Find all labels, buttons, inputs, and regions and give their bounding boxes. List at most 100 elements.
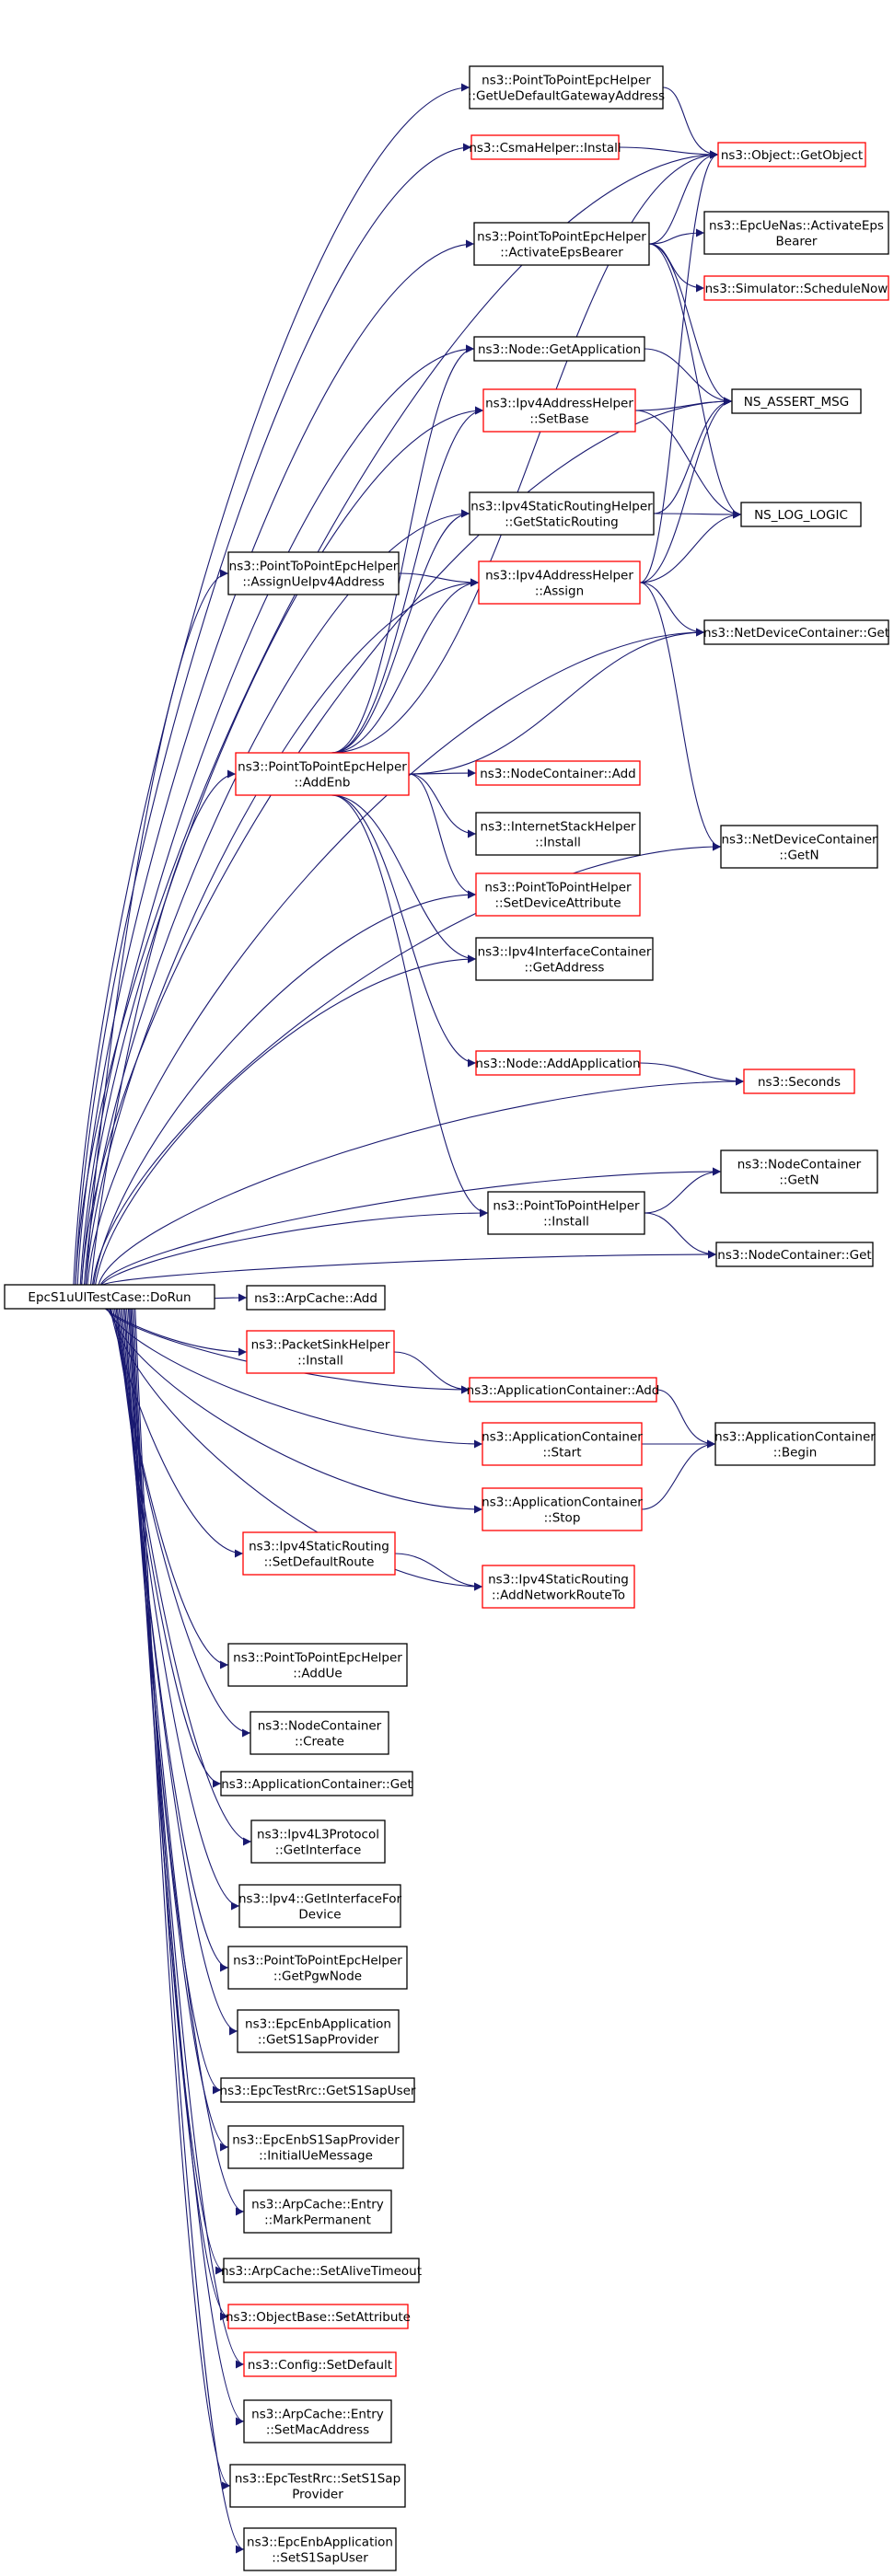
edge-ac-add-to-ac-begin bbox=[656, 1389, 716, 1449]
node-root[interactable]: EpcS1uUlTestCase::DoRun bbox=[4, 1284, 215, 1310]
node-box bbox=[475, 1050, 641, 1076]
node-label: ns3::PointToPointEpcHelper bbox=[233, 1954, 402, 1969]
node-get-address[interactable]: ns3::Ipv4InterfaceContainer::GetAddress bbox=[475, 937, 654, 981]
node-get-s1-sap-provider[interactable]: ns3::EpcEnbApplication::GetS1SapProvider bbox=[237, 2009, 400, 2053]
node-p2p-install[interactable]: ns3::PointToPointHelper::Install bbox=[487, 1191, 645, 1235]
node-config-set-default[interactable]: ns3::Config::SetDefault bbox=[243, 2351, 397, 2377]
edge-activate-eps-to-ns-assert bbox=[648, 243, 733, 406]
node-internet-stack[interactable]: ns3::InternetStackHelper::Install bbox=[475, 812, 641, 856]
node-nc-create[interactable]: ns3::NodeContainer::Create bbox=[250, 1711, 389, 1755]
node-seconds[interactable]: ns3::Seconds bbox=[743, 1069, 855, 1094]
node-get-pgw-node[interactable]: ns3::PointToPointEpcHelper::GetPgwNode bbox=[227, 1946, 408, 1990]
node-add-network-route[interactable]: ns3::Ipv4StaticRouting::AddNetworkRouteT… bbox=[482, 1565, 635, 1609]
node-label: ns3::NodeContainer bbox=[258, 1719, 382, 1734]
edge-root-to-activate-eps bbox=[76, 239, 475, 1286]
node-epc-ue-nas[interactable]: ns3::EpcUeNas::ActivateEpsBearer bbox=[703, 211, 889, 255]
node-ac-begin[interactable]: ns3::ApplicationContainer::Begin bbox=[714, 1422, 876, 1466]
node-initial-ue-msg[interactable]: ns3::EpcEnbS1SapProvider::InitialUeMessa… bbox=[227, 2125, 404, 2169]
node-set-base[interactable]: ns3::Ipv4AddressHelper::SetBase bbox=[482, 388, 636, 433]
node-mark-permanent[interactable]: ns3::ArpCache::Entry::MarkPermanent bbox=[243, 2189, 392, 2234]
node-label: ns3::ArpCache::SetAliveTimeout bbox=[221, 2264, 422, 2279]
node-get-interface[interactable]: ns3::Ipv4L3Protocol::GetInterface bbox=[250, 1819, 386, 1864]
node-box bbox=[487, 1191, 645, 1235]
node-get-application[interactable]: ns3::Node::GetApplication bbox=[473, 336, 645, 362]
edge-add-enb-to-ndc-get bbox=[408, 628, 705, 775]
node-ac-stop[interactable]: ns3::ApplicationContainer::Stop bbox=[482, 1487, 643, 1531]
node-label: ::SetBase bbox=[529, 412, 588, 427]
node-ndc-get[interactable]: ns3::NetDeviceContainer::Get bbox=[703, 619, 889, 645]
node-csma-install[interactable]: ns3::CsmaHelper::Install bbox=[469, 134, 621, 160]
node-label: ns3::Simulator::ScheduleNow bbox=[705, 282, 888, 296]
node-box bbox=[703, 619, 889, 645]
node-label: ::Stop bbox=[544, 1511, 581, 1526]
node-get-s1-sap-user[interactable]: ns3::EpcTestRrc::GetS1SapUser bbox=[220, 2077, 416, 2103]
edge-root-to-set-s1-sap-provider bbox=[133, 1308, 231, 2490]
node-set-alive-timeout[interactable]: ns3::ArpCache::SetAliveTimeout bbox=[221, 2258, 422, 2283]
node-box bbox=[475, 760, 641, 786]
node-label: ns3::Object::GetObject bbox=[721, 148, 863, 163]
node-label: ns3::Seconds bbox=[758, 1075, 841, 1090]
node-ns-assert[interactable]: NS_ASSERT_MSG bbox=[731, 388, 862, 414]
node-get-ue-default-gw[interactable]: ns3::PointToPointEpcHelper::GetUeDefault… bbox=[468, 65, 665, 110]
node-box bbox=[250, 1819, 386, 1864]
node-add-enb[interactable]: ns3::PointToPointEpcHelper::AddEnb bbox=[235, 752, 410, 796]
edge-add-enb-to-set-device-attr bbox=[408, 773, 477, 899]
node-arp-add[interactable]: ns3::ArpCache::Add bbox=[246, 1285, 386, 1311]
node-box bbox=[740, 502, 862, 527]
edge-root-to-nc-get-n bbox=[99, 1167, 722, 1286]
node-box bbox=[743, 1069, 855, 1094]
node-box bbox=[235, 752, 410, 796]
node-ac-add[interactable]: ns3::ApplicationContainer::Add bbox=[467, 1377, 660, 1403]
node-label: ::Assign bbox=[535, 584, 584, 599]
node-label: ns3::EpcEnbApplication bbox=[247, 2536, 393, 2550]
node-label: ns3::NodeContainer::Add bbox=[480, 767, 635, 781]
node-box bbox=[703, 275, 889, 301]
node-label: ns3::Ipv4StaticRouting bbox=[488, 1573, 629, 1588]
edge-assign-to-ns-log bbox=[639, 510, 742, 583]
node-ac-get[interactable]: ns3::ApplicationContainer::Get bbox=[220, 1771, 413, 1796]
node-set-attribute[interactable]: ns3::ObjectBase::SetAttribute bbox=[226, 2304, 411, 2329]
edge-assign-to-ndc-get-n bbox=[639, 582, 722, 851]
node-schedule-now[interactable]: ns3::Simulator::ScheduleNow bbox=[703, 275, 889, 301]
node-ndc-get-n[interactable]: ns3::NetDeviceContainer::GetN bbox=[720, 825, 878, 869]
node-label: ns3::Ipv4StaticRoutingHelper bbox=[470, 500, 653, 514]
node-ac-start[interactable]: ns3::ApplicationContainer::Start bbox=[482, 1422, 643, 1466]
node-get-static-routing[interactable]: ns3::Ipv4StaticRoutingHelper::GetStaticR… bbox=[469, 491, 655, 536]
node-label: ns3::PacketSinkHelper bbox=[251, 1338, 390, 1353]
edge-activate-eps-to-schedule-now bbox=[648, 243, 705, 293]
node-add-application[interactable]: ns3::Node::AddApplication bbox=[475, 1050, 641, 1076]
node-label: ns3::EpcTestRrc::GetS1SapUser bbox=[220, 2084, 416, 2098]
node-label: ::GetS1SapProvider bbox=[258, 2033, 379, 2048]
edge-add-enb-to-nc-add bbox=[408, 768, 477, 778]
node-nc-add[interactable]: ns3::NodeContainer::Add bbox=[475, 760, 641, 786]
node-box bbox=[478, 560, 641, 605]
node-add-ue[interactable]: ns3::PointToPointEpcHelper::AddUe bbox=[227, 1643, 408, 1687]
node-label: ::SetDeviceAttribute bbox=[494, 896, 621, 911]
node-label: ns3::PointToPointHelper bbox=[484, 881, 632, 895]
node-set-default-route[interactable]: ns3::Ipv4StaticRouting::SetDefaultRoute bbox=[242, 1531, 396, 1576]
node-set-s1-sap-user[interactable]: ns3::EpcEnbApplication::SetS1SapUser bbox=[243, 2527, 397, 2571]
node-label: ns3::ApplicationContainer bbox=[482, 1430, 643, 1445]
node-assign[interactable]: ns3::Ipv4AddressHelper::Assign bbox=[478, 560, 641, 605]
edge-add-enb-to-get-application bbox=[331, 344, 475, 754]
edge-add-enb-to-get-address bbox=[331, 794, 477, 964]
node-nc-get[interactable]: ns3::NodeContainer::Get bbox=[715, 1242, 874, 1267]
node-label: ::MarkPermanent bbox=[264, 2213, 371, 2228]
node-label: ::AddNetworkRouteTo bbox=[492, 1588, 625, 1603]
node-packet-sink[interactable]: ns3::PacketSinkHelper::Install bbox=[246, 1330, 395, 1374]
edge-root-to-csma-install bbox=[75, 143, 472, 1286]
node-set-mac-address[interactable]: ns3::ArpCache::Entry::SetMacAddress bbox=[243, 2399, 392, 2443]
node-nc-get-n[interactable]: ns3::NodeContainer::GetN bbox=[720, 1149, 878, 1194]
node-box bbox=[482, 1565, 635, 1609]
node-ns-log[interactable]: NS_LOG_LOGIC bbox=[740, 502, 862, 527]
edge-add-enb-to-internet-stack bbox=[408, 773, 477, 838]
node-activate-eps[interactable]: ns3::PointToPointEpcHelper::ActivateEpsB… bbox=[473, 222, 650, 266]
node-assign-ue-ipv4[interactable]: ns3::PointToPointEpcHelper::AssignUeIpv4… bbox=[227, 551, 400, 595]
edge-get-static-routing-to-ns-assert bbox=[653, 397, 733, 514]
node-get-object[interactable]: ns3::Object::GetObject bbox=[717, 142, 866, 167]
node-set-device-attr[interactable]: ns3::PointToPointHelper::SetDeviceAttrib… bbox=[475, 872, 641, 917]
edge-set-default-route-to-add-network-route bbox=[394, 1553, 483, 1591]
